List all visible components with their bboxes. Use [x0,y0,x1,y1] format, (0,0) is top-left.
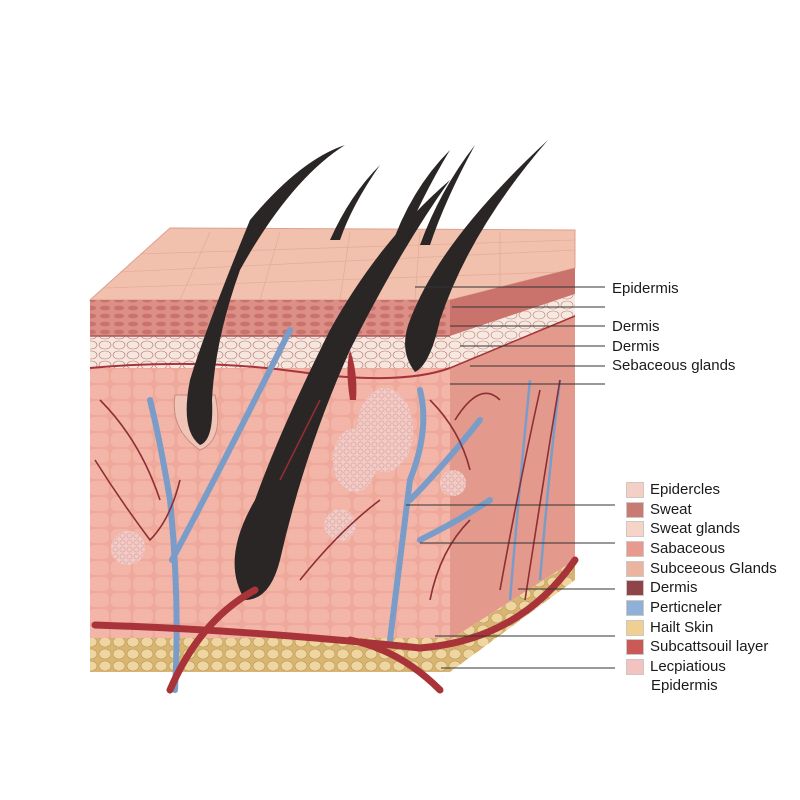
legend-item: Perticneler [626,598,777,618]
legend-item: Sabaceous [626,539,777,559]
legend: Epidercles Sweat Sweat glands Sabaceous … [626,480,777,695]
legend-swatch [626,521,644,538]
legend-item: Hailt Skin [626,618,777,638]
legend-label: Subceeous Glands [650,559,777,577]
legend-swatch [626,580,644,597]
legend-item: Sweat glands [626,519,777,539]
epidermis-layer [90,300,450,336]
legend-label: Sabaceous [650,539,726,557]
callout-dermis-2: Dermis [612,338,660,355]
legend-swatch [626,619,644,636]
callout-epidermis: Epidermis [612,280,679,297]
legend-label: Epidercles [650,480,721,498]
legend-swatch [626,659,644,676]
legend-swatch [626,599,644,616]
papillary-layer [90,336,450,368]
legend-item: Sweat [626,500,777,520]
legend-label: Sweat [650,500,692,518]
legend-item: Epidercles [626,480,777,500]
legend-item: Subceeous Glands [626,559,777,579]
legend-item: Subcattsouil layer [626,638,777,658]
callout-sebaceous-glands: Sebaceous glands [612,357,736,374]
legend-swatch [626,639,644,656]
legend-item: Dermis [626,578,777,598]
legend-trailing-text: Epidermis [651,676,718,694]
legend-label: Sweat glands [650,520,741,538]
legend-label: Perticneler [650,598,722,616]
callout-dermis-1: Dermis [612,318,660,335]
legend-label: Hailt Skin [650,618,714,636]
legend-label: Lecpiatious [650,658,726,676]
legend-label: Subcattsouil layer [650,638,769,656]
legend-swatch [626,560,644,577]
legend-swatch [626,540,644,557]
legend-swatch [626,501,644,518]
legend-item: Lecpiatious [626,657,777,677]
legend-label: Dermis [650,579,698,597]
legend-swatch [626,481,644,498]
